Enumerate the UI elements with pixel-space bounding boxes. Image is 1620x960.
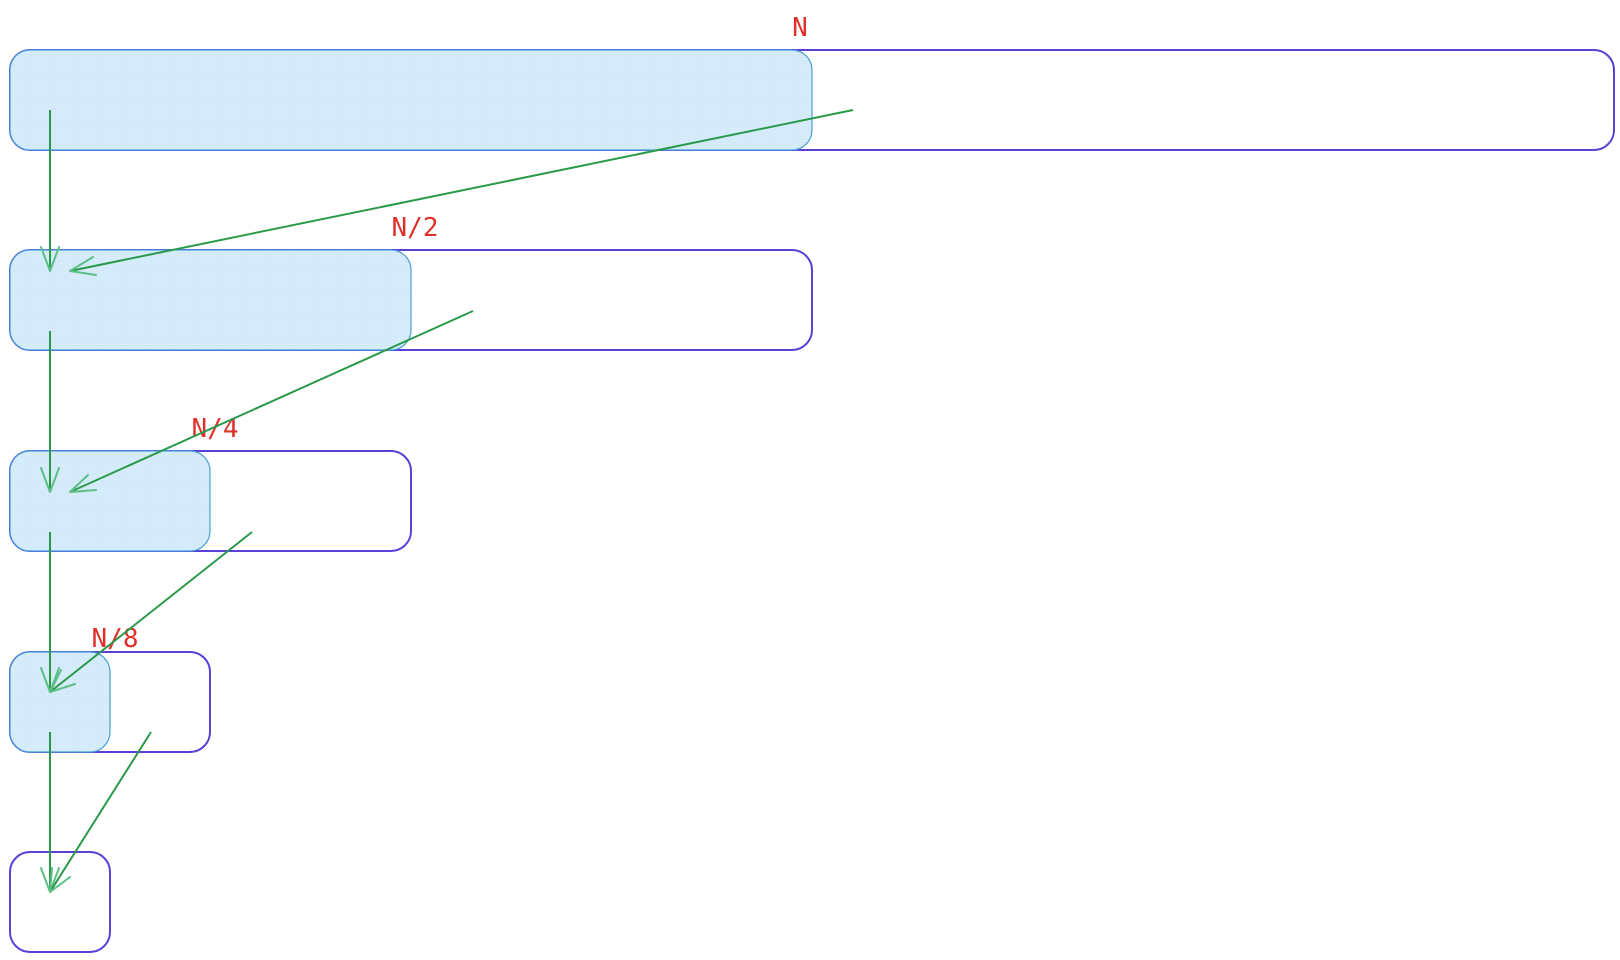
level-0: N <box>9 13 1615 151</box>
diagonal-arrow-level-3 <box>49 731 152 893</box>
level-4 <box>9 851 111 953</box>
left-half-level-2 <box>9 450 211 552</box>
left-half-level-0 <box>9 49 813 151</box>
level-1: N/2 <box>9 213 813 351</box>
down-arrow-level-1 <box>40 331 60 493</box>
vertical-arrows <box>40 110 60 893</box>
array-box-level-4 <box>9 851 111 953</box>
level-3: N/8 <box>9 624 211 753</box>
size-label-n: N <box>792 13 808 43</box>
level-2: N/4 <box>9 414 412 552</box>
diagonal-arrows <box>49 109 854 893</box>
left-half-level-3 <box>9 651 111 753</box>
left-half-level-1 <box>9 249 412 351</box>
diagonal-arrow-level-1 <box>69 310 474 493</box>
down-arrow-level-0 <box>40 110 60 272</box>
size-label-n-half: N/2 <box>392 213 439 243</box>
diagonal-arrow-level-0 <box>69 109 854 276</box>
diagonal-arrow-level-2 <box>49 531 253 693</box>
